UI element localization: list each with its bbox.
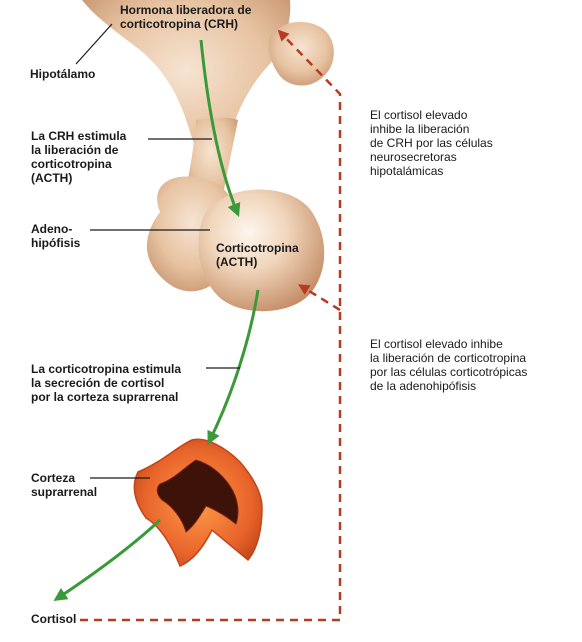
crh-stimulates-label: La CRH estimula la liberación de cortico… [31,129,127,185]
feedback-line-pituitary [298,284,341,312]
crh-arrow [199,39,241,218]
adenohypophysis-lobe [198,189,325,312]
hypothalamus-leader [75,23,113,65]
feedback-hypothalamus-label: El cortisol elevado inhibe la liberación… [370,108,493,178]
hypothalamus-tissue [82,0,291,176]
crh-hormone-label: Hormona liberadora de corticotropina (CR… [120,3,252,31]
corticotropin-label: Corticotropina (ACTH) [216,241,299,269]
adrenal-medulla [156,459,239,533]
feedback-line-main [80,29,342,622]
acth-arrow [207,289,260,445]
hypothalamus-label: Hipotálamo [30,67,96,81]
feedback-pituitary-label: El cortisol elevado inhibe la liberación… [370,337,528,393]
cortisol-arrow [53,518,162,601]
adrenal-cortex-label: Corteza suprarrenal [31,471,98,499]
adenohypophysis-label: Adeno- hipófisis [31,222,81,250]
cortisol-label: Cortisol [31,612,77,626]
acth-stimulates-label: La corticotropina estimula la secreción … [31,362,182,404]
